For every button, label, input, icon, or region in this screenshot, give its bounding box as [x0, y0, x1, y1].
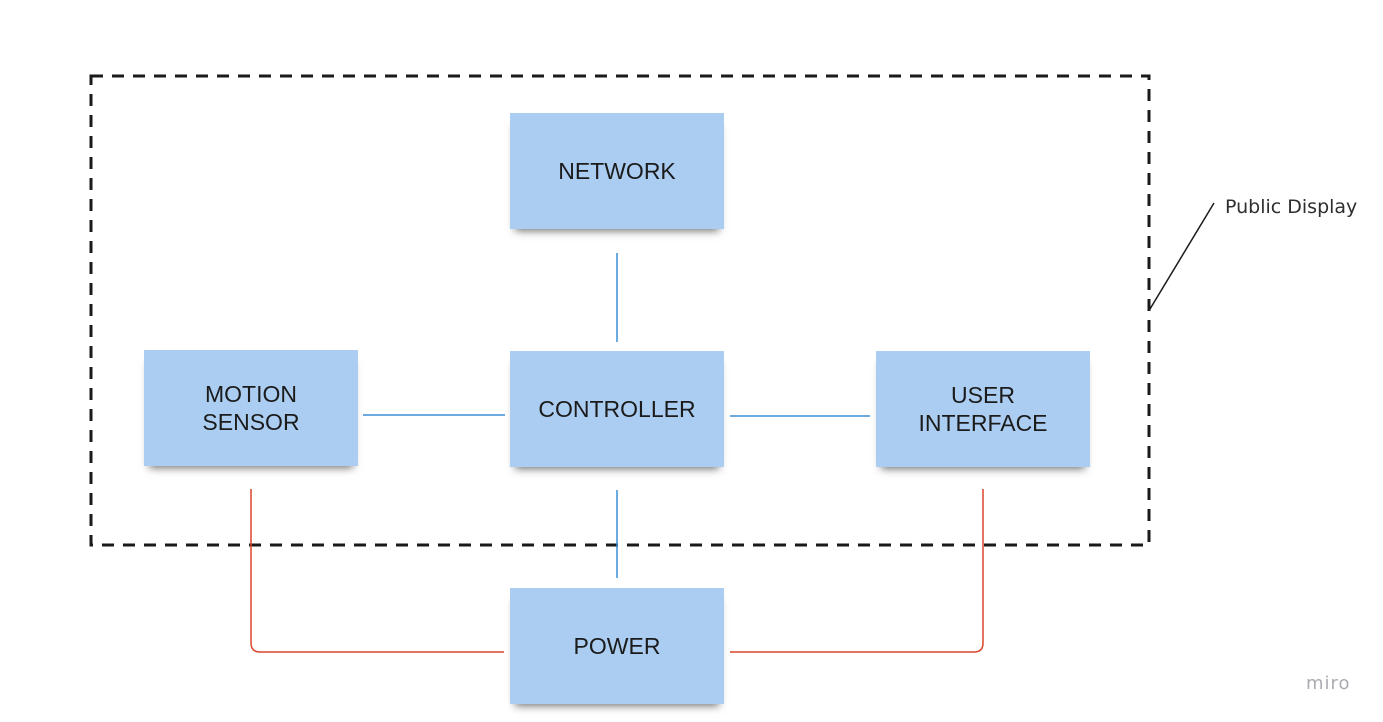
connector-ui-power[interactable]: [730, 489, 984, 653]
miro-watermark: miro: [1306, 673, 1351, 694]
connector-motion-power[interactable]: [250, 489, 504, 653]
network-node[interactable]: NETWORK: [510, 113, 724, 229]
power-node[interactable]: POWER: [510, 588, 724, 704]
user-interface-node[interactable]: USER INTERFACE: [876, 351, 1090, 467]
controller-node[interactable]: CONTROLLER: [510, 351, 724, 467]
public-display-boundary[interactable]: [89, 74, 1151, 547]
boundary-label-leader-line: [1149, 202, 1215, 310]
public-display-label[interactable]: Public Display: [1225, 196, 1358, 218]
motion-sensor-node[interactable]: MOTION SENSOR: [144, 350, 358, 466]
